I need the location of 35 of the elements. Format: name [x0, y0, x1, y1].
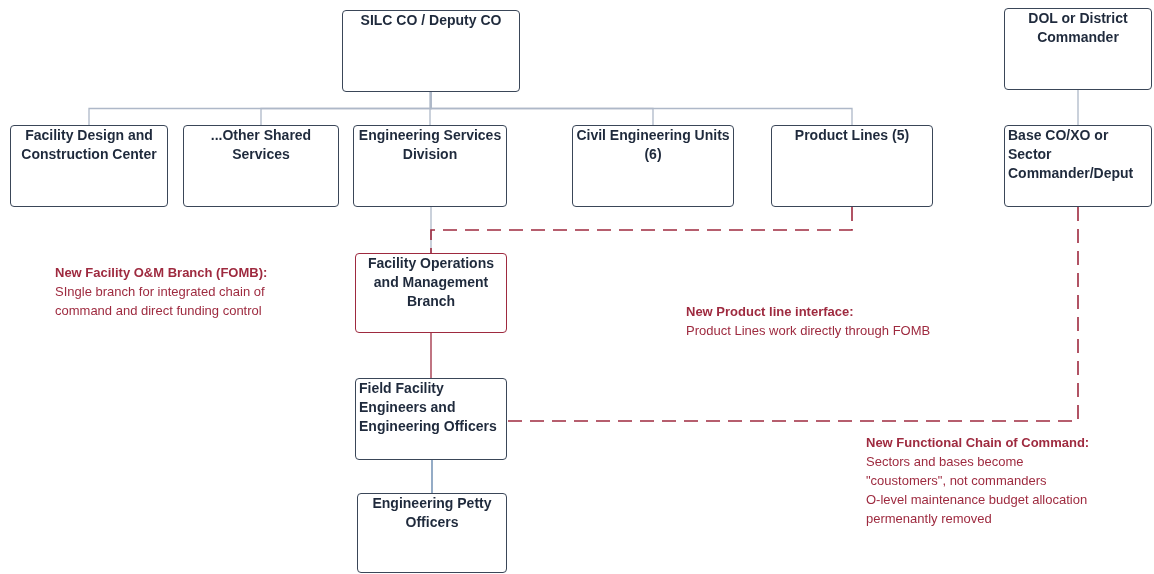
role-title: DOL or District Commander — [1027, 9, 1129, 47]
dashed-connector — [506, 206, 1079, 422]
role-title: Field Facility Engineers and Engineering Officers — [358, 379, 498, 436]
org-box — [10, 125, 168, 207]
connector-line — [431, 459, 433, 494]
annotation-heading: New Functional Chain of Command: — [866, 434, 1090, 452]
org-box — [357, 493, 507, 573]
org-box — [1004, 8, 1152, 90]
annotation-text: SIngle branch for integrated chain of command and direct funding control — [55, 283, 266, 320]
org-box — [183, 125, 339, 207]
org-box — [342, 10, 520, 92]
role-title: SILC CO / Deputy CO — [359, 11, 503, 30]
role-title: Base CO/XO or Sector Commander/Deput — [1007, 126, 1135, 183]
connector-line — [1077, 89, 1079, 126]
annotation-heading: New Facility O&M Branch (FOMB): — [55, 264, 268, 282]
connector-line — [429, 91, 431, 126]
annotation-text: Product Lines work directly through FOMB — [686, 322, 931, 340]
org-box — [1004, 125, 1152, 207]
role-title: Product Lines (5) — [793, 126, 911, 145]
org-box — [572, 125, 734, 207]
annotation-heading: New Product line interface: — [686, 303, 854, 321]
org-box — [771, 125, 933, 207]
annotation-text: Sectors and bases become "coustomers", not commanders — [866, 453, 1048, 490]
org-box — [353, 125, 507, 207]
connector-line — [430, 332, 432, 379]
role-title: Engineering Services Division — [357, 126, 503, 164]
org-box — [355, 253, 507, 333]
role-title: Facility Operations and Management Branch — [366, 254, 495, 311]
annotation-text: O-level maintenance budget allocation permenantly removed — [866, 491, 1089, 528]
role-title: Civil Engineering Units (6) — [575, 126, 731, 164]
role-title: Facility Design and Construction Center — [20, 126, 158, 164]
org-box — [355, 378, 507, 460]
role-title: ...Other Shared Services — [209, 126, 313, 164]
dashed-connector — [430, 206, 853, 254]
role-title: Engineering Petty Officers — [371, 494, 493, 532]
